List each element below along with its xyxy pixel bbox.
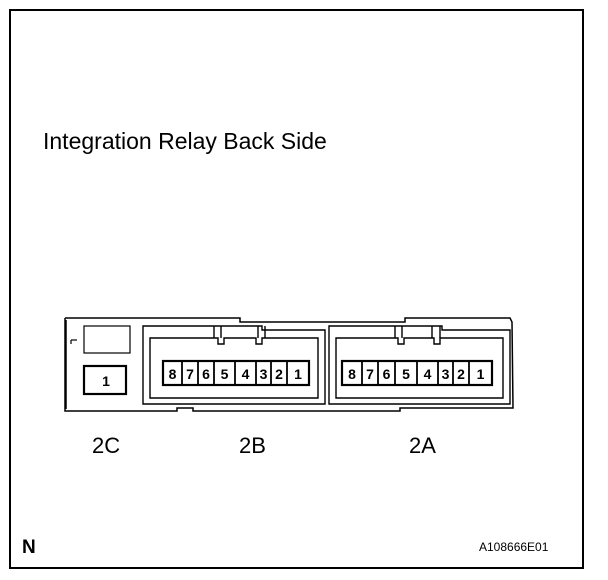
c2B-pin-7: 7 xyxy=(186,366,194,382)
connector-2C: 1 xyxy=(70,325,131,396)
connector-label-2A: 2A xyxy=(409,433,436,458)
c2B-pin-4: 4 xyxy=(242,366,250,382)
c2A-pin-2: 2 xyxy=(457,366,465,382)
connector-2C-pin-box xyxy=(82,364,128,396)
c2B-pin-6: 6 xyxy=(202,366,210,382)
connector-2B-shell xyxy=(142,325,326,405)
c2A-pin-8: 8 xyxy=(348,366,356,382)
connector-label-2B: 2B xyxy=(239,433,266,458)
c2A-pin-4: 4 xyxy=(424,366,432,382)
c2A-pin-3: 3 xyxy=(442,366,450,382)
c2B-pin-1: 1 xyxy=(294,366,302,382)
figure-code: A108666E01 xyxy=(479,540,549,554)
c2B-pin-5: 5 xyxy=(221,366,229,382)
c2A-pin-5: 5 xyxy=(402,366,410,382)
c2B-pin-3: 3 xyxy=(260,366,268,382)
relay-housing xyxy=(64,317,514,412)
figure-frame xyxy=(9,9,584,569)
connector-2C-pin-1: 1 xyxy=(102,373,110,389)
connector-2A-shell xyxy=(328,325,511,405)
c2B-pin-2: 2 xyxy=(275,366,283,382)
connector-2C-latch xyxy=(83,325,131,354)
orientation-marker: N xyxy=(22,537,36,558)
c2A-pin-6: 6 xyxy=(383,366,391,382)
connector-label-2C: 2C xyxy=(92,433,121,458)
c2B-pin-row xyxy=(161,359,311,387)
c2A-pin-1: 1 xyxy=(477,366,485,382)
c2B-pin-8: 8 xyxy=(169,366,177,382)
c2A-pin-7: 7 xyxy=(366,366,374,382)
figure-title: Integration Relay Back Side xyxy=(43,128,327,154)
